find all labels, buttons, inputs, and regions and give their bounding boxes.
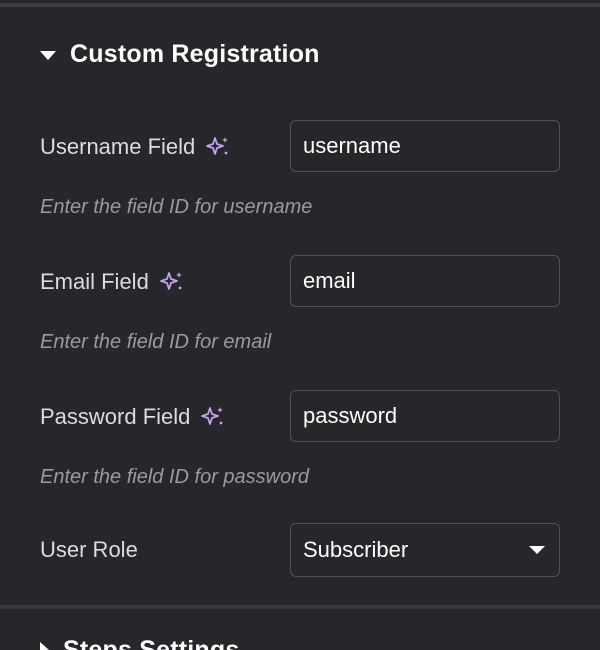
email-help: Enter the field ID for email bbox=[40, 331, 272, 353]
bottom-divider bbox=[0, 605, 600, 609]
username-help: Enter the field ID for username bbox=[40, 196, 313, 218]
user-role-selected: Subscriber bbox=[303, 537, 409, 562]
user-role-select[interactable]: Subscriber bbox=[290, 523, 560, 577]
section-title: Custom Registration bbox=[70, 39, 320, 68]
email-row: Email Field bbox=[40, 255, 560, 309]
section-header-toggle[interactable]: Custom Registration bbox=[40, 36, 320, 72]
password-input[interactable] bbox=[290, 390, 560, 442]
user-role-label: User Role bbox=[40, 537, 138, 562]
next-section-header-toggle[interactable]: Steps Settings bbox=[40, 632, 239, 650]
password-label: Password Field bbox=[40, 404, 191, 429]
ai-sparkle-icon[interactable] bbox=[205, 134, 231, 160]
username-label: Username Field bbox=[40, 134, 196, 159]
ai-sparkle-icon[interactable] bbox=[200, 404, 226, 430]
top-divider bbox=[0, 3, 600, 7]
caret-right-icon bbox=[40, 642, 49, 650]
email-label: Email Field bbox=[40, 269, 149, 294]
caret-down-icon bbox=[40, 50, 56, 60]
email-input[interactable] bbox=[290, 255, 560, 307]
username-row: Username Field bbox=[40, 120, 560, 174]
password-help: Enter the field ID for password bbox=[40, 466, 310, 488]
user-role-row: User Role Subscriber bbox=[40, 523, 560, 577]
next-section-title: Steps Settings bbox=[63, 635, 240, 650]
chevron-down-icon bbox=[529, 546, 545, 554]
password-row: Password Field bbox=[40, 390, 560, 444]
username-input[interactable] bbox=[290, 120, 560, 172]
ai-sparkle-icon[interactable] bbox=[159, 269, 185, 295]
